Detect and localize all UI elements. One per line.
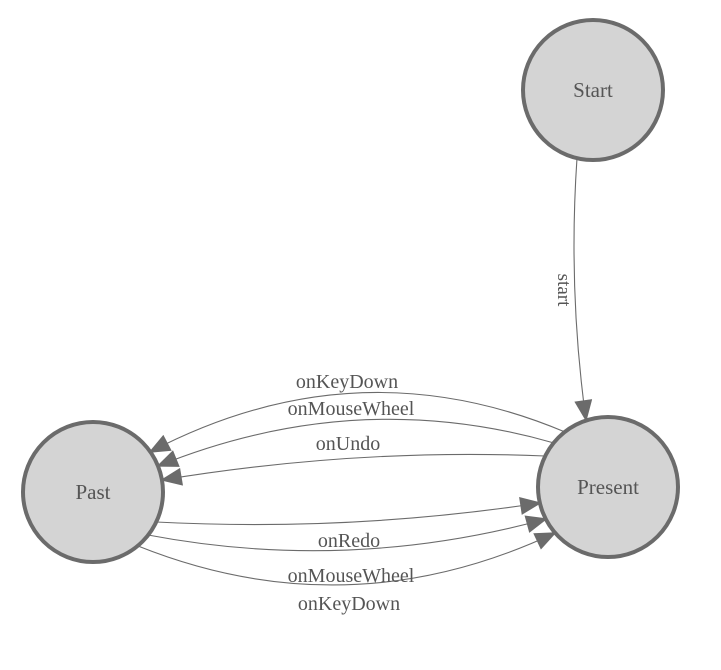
node-start-circle[interactable] (521, 18, 665, 162)
edge-past-to-present-onkeydown (137, 532, 557, 586)
node-present-circle[interactable] (536, 415, 680, 559)
edge-present-to-past-onmousewheel (156, 418, 555, 467)
node-past[interactable]: Past (21, 420, 165, 564)
edge-group (137, 157, 593, 586)
edge-label-onkeydown-top: onKeyDown (296, 371, 398, 393)
edge-label-onmousewheel-top: onMouseWheel (288, 398, 415, 420)
node-label-past: Past (75, 480, 110, 504)
node-start[interactable]: Start (521, 18, 665, 162)
node-label-present: Present (577, 475, 639, 499)
edge-label-onkeydown-bottom: onKeyDown (298, 593, 400, 615)
edge-present-to-past-onkeydown (148, 391, 566, 453)
node-present[interactable]: Present (536, 415, 680, 559)
edge-start-to-present (573, 157, 593, 422)
edge-label-onundo: onUndo (316, 433, 380, 455)
node-past-circle[interactable] (21, 420, 165, 564)
edge-label-onmousewheel-bottom: onMouseWheel (288, 565, 415, 587)
edge-past-to-present-onmousewheel (147, 515, 548, 552)
edge-past-to-present-onredo (155, 497, 542, 526)
edge-label-group: start onKeyDown onMouseWheel onUndo onRe… (288, 274, 574, 615)
edge-label-start: start (553, 274, 574, 307)
edge-label-onredo: onRedo (318, 530, 380, 552)
edge-present-to-past-onundo (160, 453, 546, 486)
node-label-start: Start (573, 78, 613, 102)
